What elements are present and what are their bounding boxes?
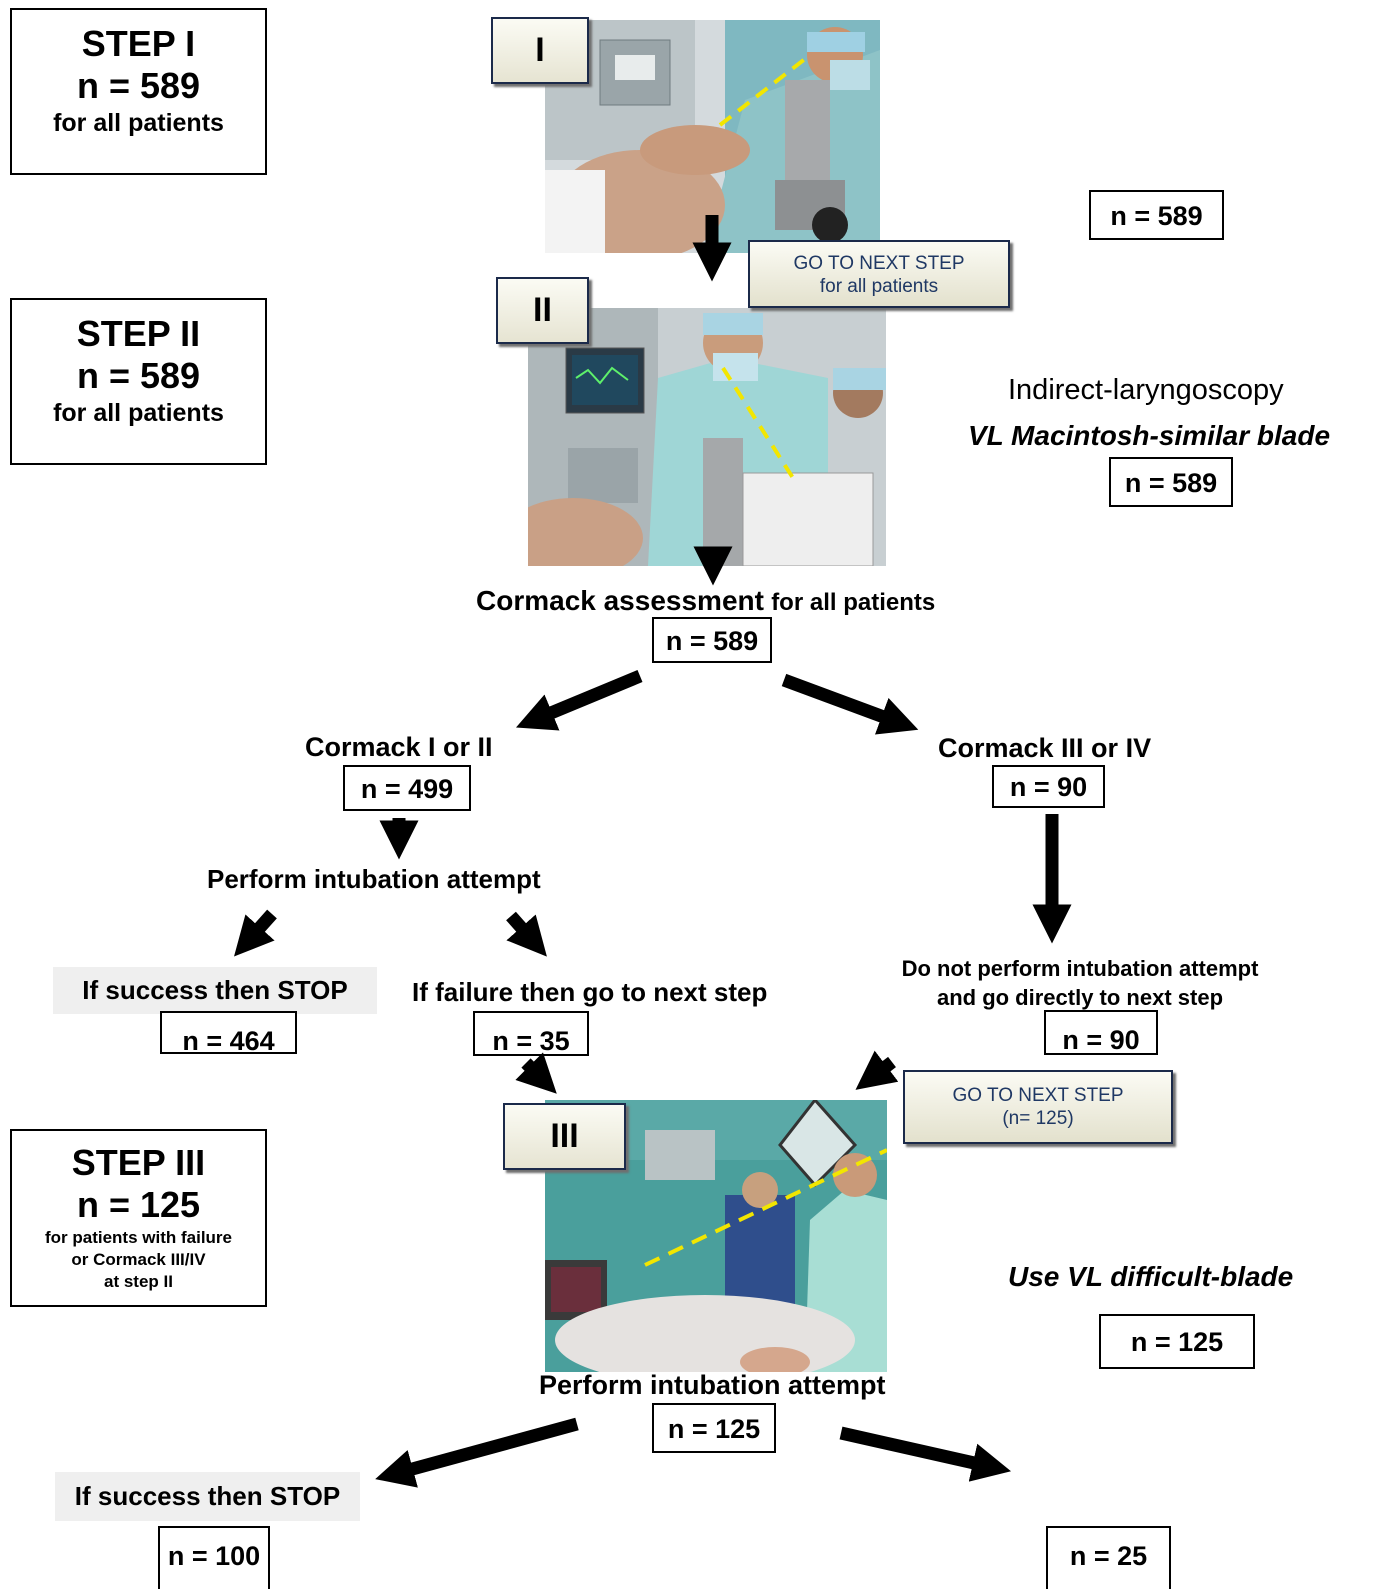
no-attempt-line-1: Do not perform intubation attempt xyxy=(901,956,1259,981)
go-next-1-line-2: for all patients xyxy=(819,276,939,297)
go-next-1-line-1: GO TO NEXT STEP xyxy=(793,253,965,274)
cormack-iii-iv-count: n = 90 xyxy=(992,765,1105,808)
go-to-next-step-button-1: GO TO NEXT STEP for all patients xyxy=(748,240,1010,308)
step2-success-count: n = 464 xyxy=(160,1011,297,1054)
arrow-to-step2-success xyxy=(234,909,277,957)
go-next-2-line-2: (n= 125) xyxy=(1002,1108,1074,1129)
cormack-assessment-main: Cormack assessment xyxy=(476,585,764,616)
step-3-box: STEP III n = 125 for patients with failu… xyxy=(10,1129,267,1307)
right-step2-count: n = 589 xyxy=(1109,457,1233,507)
no-attempt-line-2: and go directly to next step xyxy=(936,985,1224,1010)
go-to-next-step-button-2: GO TO NEXT STEP (n= 125) xyxy=(903,1070,1173,1144)
vl-macintosh-label: VL Macintosh-similar blade xyxy=(968,420,1331,451)
cormack-i-ii-label: Cormack I or II xyxy=(305,732,493,762)
cormack-assessment-title: Cormack assessment for all patients xyxy=(476,585,935,617)
photo-label-3: III xyxy=(503,1103,626,1170)
cormack-assessment-suffix: for all patients xyxy=(771,589,936,616)
step2-failure-label: If failure then go to next step xyxy=(412,977,768,1007)
right-step3-count: n = 125 xyxy=(1099,1314,1255,1369)
step3-success-count: n = 100 xyxy=(158,1526,270,1589)
step-2-title: STEP II xyxy=(76,313,201,354)
vl-difficult-blade-label: Use VL difficult-blade xyxy=(1008,1261,1294,1292)
step-2-box: STEP II n = 589 for all patients xyxy=(10,298,267,465)
no-attempt-count: n = 90 xyxy=(1044,1010,1158,1055)
arrow-to-cormack-iii-iv xyxy=(781,673,919,735)
step2-perform-attempt-label: Perform intubation attempt xyxy=(207,864,541,894)
step-3-count: n = 125 xyxy=(76,1184,201,1225)
arrow-no-attempt-to-step3 xyxy=(855,1050,899,1090)
step2-success-label: If success then STOP xyxy=(53,967,377,1014)
right-step1-count: n = 589 xyxy=(1089,190,1224,240)
photo-label-2: II xyxy=(496,277,589,344)
arrow-to-step3-failure xyxy=(839,1426,1012,1482)
go-next-2-line-1: GO TO NEXT STEP xyxy=(952,1085,1124,1106)
step-3-desc-line-2: or Cormack III/IV xyxy=(71,1250,206,1269)
indirect-laryngoscopy-label: Indirect-laryngoscopy xyxy=(1008,374,1284,406)
step3-attempt-count: n = 125 xyxy=(652,1403,776,1453)
arrow-failure-to-step3 xyxy=(515,1052,557,1094)
cormack-assessment-count: n = 589 xyxy=(652,617,772,663)
step3-success-label: If success then STOP xyxy=(55,1472,360,1521)
step-3-desc-line-1: for patients with failure xyxy=(44,1228,233,1247)
step-3-desc-line-3: at step II xyxy=(104,1272,173,1291)
step-2-photo xyxy=(528,308,886,566)
step-1-photo xyxy=(545,20,880,253)
arrow-to-step2-failure xyxy=(506,911,547,957)
step3-perform-attempt-label: Perform intubation attempt xyxy=(539,1370,886,1400)
no-attempt-label: Do not perform intubation attempt and go… xyxy=(887,954,1273,1012)
cormack-i-ii-count: n = 499 xyxy=(343,765,471,811)
photo-label-1: I xyxy=(491,17,589,84)
cormack-iii-iv-label: Cormack III or IV xyxy=(938,733,1152,763)
step-2-count: n = 589 xyxy=(76,355,201,396)
arrow-to-cormack-i-ii xyxy=(515,669,643,731)
step-1-count: n = 589 xyxy=(76,65,201,106)
step-2-desc: for all patients xyxy=(53,399,224,427)
step-1-desc: for all patients xyxy=(53,109,224,137)
step-1-title: STEP I xyxy=(81,23,196,64)
step3-failure-count: n = 25 xyxy=(1046,1526,1171,1589)
arrow-to-step3-success xyxy=(375,1417,579,1488)
step-1-box: STEP I n = 589 for all patients xyxy=(10,8,267,175)
step-3-title: STEP III xyxy=(71,1142,206,1183)
